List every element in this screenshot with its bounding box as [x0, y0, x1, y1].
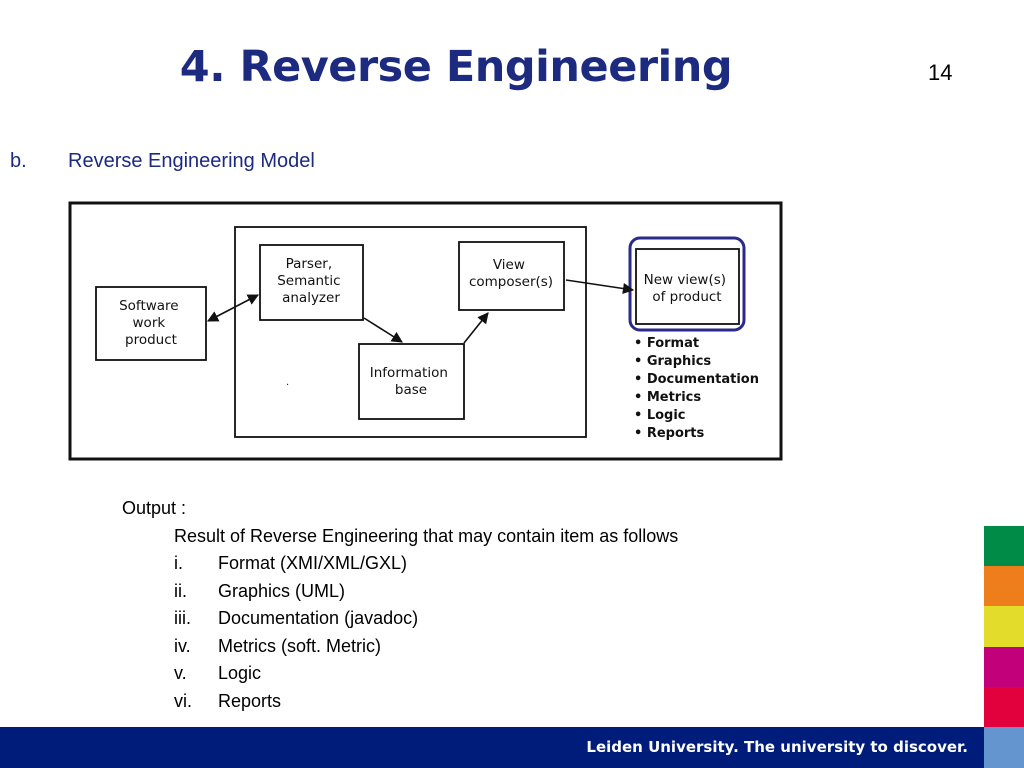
output-types-list: • Format • Graphics • Documentation • Me…: [634, 336, 764, 441]
software-work-product-label: Software work product: [119, 298, 183, 348]
information-base-label: Information base: [370, 365, 452, 398]
list-item-number: iv.: [174, 635, 191, 656]
list-item-text: Logic: [218, 663, 262, 683]
arrow-information-view: [463, 312, 489, 344]
list-item: i. Format (XMI/XML/GXL): [122, 550, 678, 578]
list-item: ii. Graphics (UML): [122, 578, 678, 606]
page-number: 14: [928, 60, 953, 85]
arrow-software-parser: [207, 294, 259, 322]
list-item-number: v.: [174, 663, 187, 683]
list-item-text: Documentation (javadoc): [218, 608, 419, 628]
output-heading: Output :: [122, 498, 187, 518]
side-color-block-orange: [984, 566, 1024, 606]
slide-title: 4. Reverse Engineering: [179, 42, 733, 92]
list-item-number: iii.: [174, 608, 191, 628]
side-color-block-blue: [984, 727, 1024, 768]
stray-dot: .: [286, 377, 289, 388]
subtitle-text: Reverse Engineering Model: [68, 150, 315, 172]
software-work-product-box: [95, 286, 207, 361]
list-item-text: Reports: [218, 690, 282, 711]
information-base-box: [358, 343, 465, 420]
output-intro: Result of Reverse Engineering that may c…: [174, 525, 679, 546]
view-composer-label: View composer(s): [469, 257, 553, 290]
list-item-number: i.: [174, 553, 183, 573]
arrow-view-newviews: [565, 279, 635, 295]
list-item: iv. Metrics (soft. Metric): [122, 633, 678, 661]
list-item: iii. Documentation (javadoc): [122, 605, 678, 633]
list-item: vi. Reports: [122, 688, 678, 716]
arrow-parser-information: [363, 317, 403, 343]
list-item-text: Graphics (UML): [218, 580, 346, 601]
list-item-number: vi.: [174, 690, 192, 711]
side-color-block-green: [984, 526, 1024, 566]
list-item-text: Metrics (soft. Metric): [218, 635, 382, 656]
new-views-label: New view(s) of product: [644, 272, 731, 305]
side-color-block-yellow: [984, 606, 1024, 647]
reverse-engineering-diagram: Software work product Parser, Semantic a…: [68, 201, 783, 461]
parser-label: Parser, Semantic analyzer: [277, 256, 345, 306]
side-color-block-red: [984, 687, 1024, 727]
list-item-text: Format (XMI/XML/GXL): [218, 553, 408, 573]
list-item: v. Logic: [122, 660, 678, 688]
side-color-block-magenta: [984, 647, 1024, 687]
subtitle-marker: b.: [10, 150, 27, 172]
section-subtitle: b. Reverse Engineering Model: [10, 150, 315, 173]
output-section: Output : Result of Reverse Engineering t…: [122, 495, 678, 715]
list-item-number: ii.: [174, 580, 187, 601]
new-views-box: [635, 248, 740, 325]
tool-boundary: [234, 226, 587, 438]
footer-text: Leiden University. The university to dis…: [586, 738, 968, 756]
footer-bar: Leiden University. The university to dis…: [0, 727, 984, 768]
view-composer-box: [458, 241, 565, 311]
parser-box: [259, 244, 364, 321]
